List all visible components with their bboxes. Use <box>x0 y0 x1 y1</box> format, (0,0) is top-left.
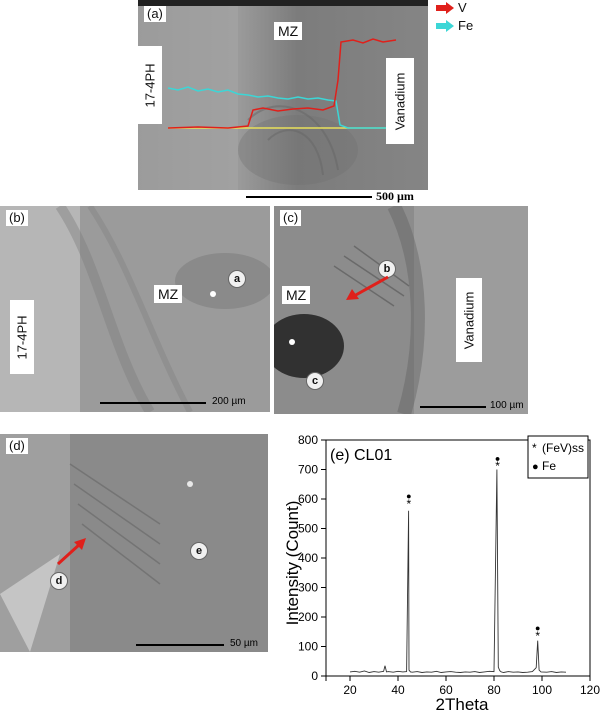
legend-fe: Fe <box>542 459 556 473</box>
red-arrow-icon-d <box>56 538 86 566</box>
red-arrow-icon <box>346 275 389 300</box>
peak-marker-fe: ● <box>535 623 540 633</box>
peak-marker-fevss: * <box>535 629 540 643</box>
eds-v-line <box>167 38 397 129</box>
panel-c-label: (c) <box>280 210 302 226</box>
point-e-marker: e <box>190 542 208 560</box>
legend-symbol-dot: ● <box>532 461 539 473</box>
y-tick-label: 200 <box>298 610 318 624</box>
y-tick-label: 300 <box>298 581 318 595</box>
panel-d-micrograph: (d) d e 50 µm <box>0 434 268 652</box>
x-tick-label: 60 <box>439 683 453 697</box>
panel-c-mz-label: MZ <box>282 286 311 304</box>
y-tick-label: 100 <box>298 640 318 654</box>
legend-box: * (FeV)ss ● Fe <box>527 435 589 479</box>
peak-marker-fevss: * <box>406 497 411 511</box>
x-axis-label: 2Theta <box>436 695 489 714</box>
peak-marker-fevss: * <box>495 459 500 473</box>
panel-b-micrograph: (b) MZ 17-4PH a 200 µm <box>0 206 270 412</box>
arrow-right-red-icon <box>436 1 454 14</box>
panel-d-label: (d) <box>6 438 28 454</box>
peak-marker-fe: ● <box>495 453 500 463</box>
legend-symbol-star: * <box>532 441 537 455</box>
panel-a-label: (a) <box>144 6 166 22</box>
x-tick-label: 20 <box>343 683 357 697</box>
panel-a-mz-label: MZ <box>274 22 303 40</box>
panel-c-scale-text: 100 µm <box>490 400 524 411</box>
peak-marker-fe: ● <box>406 491 411 501</box>
chart-title: (e) CL01 <box>330 447 392 464</box>
x-tick-label: 100 <box>532 683 552 697</box>
point-d-marker: d <box>50 572 68 590</box>
y-tick-label: 500 <box>298 522 318 536</box>
panel-a-micrograph: (a) MZ 17-4PH Vanadium <box>138 0 428 190</box>
xrd-pattern-line <box>349 469 567 673</box>
panel-a-scale-bar <box>246 196 372 198</box>
point-c-marker: c <box>306 372 324 390</box>
panel-b-scale-text: 200 µm <box>212 396 246 407</box>
panel-a-right-material: Vanadium <box>386 58 414 144</box>
y-tick-label: 800 <box>298 433 318 447</box>
y-tick-label: 700 <box>298 463 318 477</box>
y-tick-label: 600 <box>298 492 318 506</box>
panel-c-material: Vanadium <box>456 278 482 362</box>
panel-c-micrograph: (c) MZ Vanadium b c 100 µm <box>274 206 528 414</box>
point-a-marker: a <box>228 270 246 288</box>
panel-c-scale-bar <box>420 406 486 408</box>
panel-a-left-material: 17-4PH <box>138 46 162 124</box>
eds-fe-line <box>167 86 388 129</box>
panel-b-scale-bar <box>100 402 206 404</box>
y-tick-label: 0 <box>311 669 318 683</box>
panel-a-scale-text: 500 µm <box>376 189 414 203</box>
x-tick-label: 120 <box>580 683 600 697</box>
y-tick-label: 400 <box>298 551 318 565</box>
panel-b-label: (b) <box>6 210 28 226</box>
panel-b-material: 17-4PH <box>10 300 34 374</box>
panel-b-mz-label: MZ <box>154 285 183 303</box>
y-axis-label: Intensity (Count) <box>283 501 302 626</box>
panel-d-scale-bar <box>136 644 224 646</box>
panel-d-image <box>0 434 268 652</box>
arrow-right-cyan-icon <box>436 19 454 32</box>
panel-d-scale-text: 50 µm <box>230 638 258 649</box>
panel-b-image <box>0 206 270 412</box>
legend-v: V <box>436 0 467 15</box>
x-tick-label: 80 <box>487 683 501 697</box>
legend-feVss: (FeV)ss <box>542 441 584 455</box>
legend-fe: Fe <box>436 18 473 33</box>
x-tick-label: 40 <box>391 683 405 697</box>
